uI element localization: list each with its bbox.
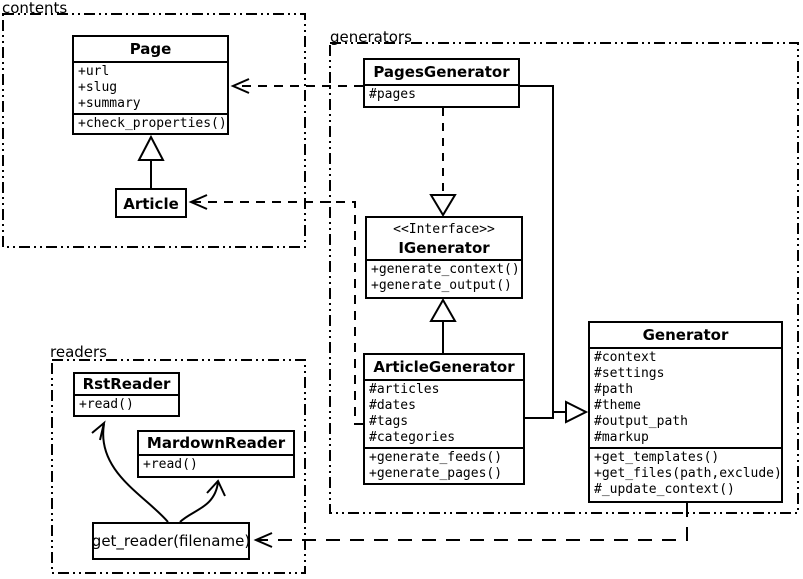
- attribute-row: #tags: [369, 414, 409, 429]
- arrow-getreader-to-mardownreader: [179, 479, 226, 523]
- attribute-row: #path: [594, 382, 634, 397]
- class-name-generator: Generator: [642, 326, 729, 344]
- attribute-row: #pages: [369, 87, 416, 102]
- attribute-row: #articles: [369, 382, 440, 397]
- generator-attributes: #context #settings #path #theme #output_…: [590, 347, 781, 447]
- attribute-row: +url: [78, 64, 110, 79]
- attribute-row: #settings: [594, 366, 665, 381]
- arrow-getreader-to-rstreader: [91, 420, 169, 523]
- open-arrowhead-icon: [206, 479, 226, 497]
- articlegenerator-attributes: #articles #dates #tags #categories: [365, 379, 523, 447]
- rstreader-methods: +read(): [75, 394, 178, 415]
- realization-arrow-pagesgenerator-to-igenerator: [429, 108, 457, 217]
- open-arrowhead-icon: [91, 420, 106, 441]
- method-row: +read(): [143, 457, 198, 472]
- method-row: +read(): [79, 397, 134, 412]
- class-box-page: Page +url +slug +summary +check_properti…: [72, 35, 229, 135]
- class-box-rstreader: RstReader +read(): [73, 372, 180, 417]
- open-arrowhead-icon: [253, 532, 273, 548]
- class-box-mardownreader: MardownReader +read(): [137, 430, 295, 478]
- class-name-article: Article: [123, 194, 179, 213]
- igenerator-stereotype: <<Interface>>: [393, 222, 495, 237]
- attribute-row: #markup: [594, 430, 649, 445]
- contents-package-label: contents: [2, 0, 68, 17]
- articlegenerator-methods: +generate_feeds() +generate_pages(): [365, 447, 523, 483]
- method-row: +generate_pages(): [369, 466, 503, 481]
- get-reader-label: get_reader(filename): [91, 532, 251, 550]
- page-attributes: +url +slug +summary: [74, 61, 227, 113]
- method-row: +generate_output(): [371, 278, 512, 293]
- class-box-pagesgenerator: PagesGenerator #pages: [363, 58, 520, 108]
- dependency-arrow-generator-to-getreader: [253, 503, 688, 548]
- class-name-mardownreader: MardownReader: [146, 434, 286, 452]
- class-box-article: Article: [115, 188, 187, 218]
- contents-package-border: [2, 13, 306, 248]
- attribute-row: +slug: [78, 80, 118, 95]
- mardownreader-methods: +read(): [139, 454, 293, 476]
- method-row: +check_properties(): [78, 116, 227, 131]
- attribute-row: #theme: [594, 398, 641, 413]
- method-row: +generate_feeds(): [369, 450, 503, 465]
- inheritance-arrow-generators-to-generator: [520, 85, 589, 424]
- method-row: #_update_context(): [594, 482, 735, 497]
- method-row: +get_files(path,exclude): [594, 466, 782, 481]
- class-box-generator: Generator #context #settings #path #them…: [588, 321, 783, 503]
- attribute-row: +summary: [78, 96, 141, 111]
- attribute-row: #categories: [369, 430, 456, 445]
- class-box-igenerator: <<Interface>> IGenerator +generate_conte…: [365, 216, 523, 299]
- readers-package-label: readers: [50, 343, 107, 361]
- class-name-pagesgenerator: PagesGenerator: [373, 63, 510, 81]
- readers-package-border: [51, 359, 306, 574]
- class-name-igenerator: IGenerator: [398, 239, 490, 257]
- attribute-row: #context: [594, 350, 657, 365]
- page-methods: +check_properties(): [74, 113, 227, 133]
- generators-package-label: generators: [330, 28, 412, 46]
- inheritance-triangle-icon: [429, 194, 457, 217]
- inheritance-triangle-icon: [429, 297, 457, 322]
- open-arrowhead-icon: [230, 78, 250, 94]
- dependency-arrow-pagesgenerator-to-page: [230, 78, 363, 94]
- class-name-page: Page: [129, 40, 172, 58]
- igenerator-methods: +generate_context() +generate_output(): [367, 259, 521, 297]
- method-row: +generate_context(): [371, 262, 520, 277]
- get-reader-box: get_reader(filename): [92, 522, 250, 560]
- generators-package-border: [329, 42, 799, 514]
- class-name-rstreader: RstReader: [82, 375, 171, 393]
- attribute-row: #output_path: [594, 414, 688, 429]
- dependency-arrow-articlegenerator-to-article: [188, 194, 363, 425]
- generator-methods: +get_templates() +get_files(path,exclude…: [590, 447, 781, 501]
- inheritance-triangle-icon: [565, 400, 589, 424]
- attribute-row: #dates: [369, 398, 416, 413]
- open-arrowhead-icon: [188, 194, 208, 210]
- inheritance-arrow-article-to-page: [137, 134, 165, 188]
- inheritance-triangle-icon: [137, 134, 165, 161]
- class-box-articlegenerator: ArticleGenerator #articles #dates #tags …: [363, 353, 525, 485]
- class-name-articlegenerator: ArticleGenerator: [373, 358, 515, 376]
- method-row: +get_templates(): [594, 450, 720, 465]
- pagesgenerator-attributes: #pages: [365, 84, 518, 106]
- inheritance-arrow-articlegenerator-to-igenerator: [429, 297, 457, 353]
